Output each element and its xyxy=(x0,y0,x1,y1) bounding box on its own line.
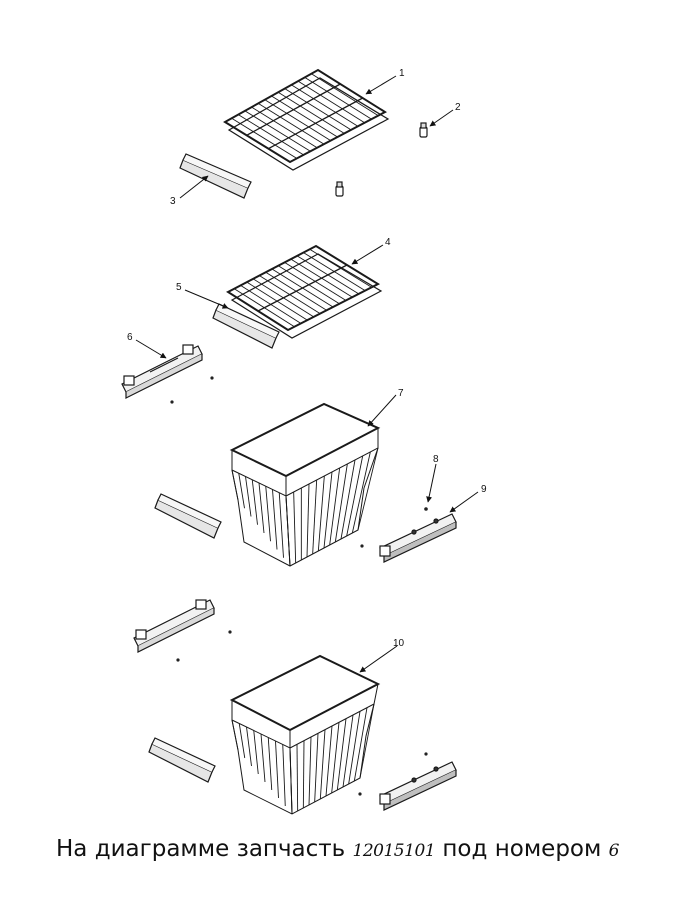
callout-8: 8 xyxy=(433,454,439,465)
callout-leaders xyxy=(135,75,479,673)
callout-3: 3 xyxy=(170,196,176,207)
callout-2: 2 xyxy=(455,102,461,113)
wire-basket-part-7[interactable] xyxy=(229,402,381,567)
exploded-parts-diagram: 1 2 3 4 5 6 7 8 9 10 xyxy=(121,68,487,815)
basket-10-wires xyxy=(231,703,375,815)
caption-middle: под номером xyxy=(442,836,602,862)
callout-4: 4 xyxy=(385,237,391,248)
caption: На диаграмме запчасть 12015101 под номер… xyxy=(0,836,675,862)
trim-bar-part-7-front xyxy=(154,493,222,539)
callout-10: 10 xyxy=(393,638,405,649)
clip-part-2 xyxy=(419,122,428,138)
callout-1: 1 xyxy=(399,68,405,79)
shelf-4-grid xyxy=(234,248,372,328)
wire-shelf-part-1[interactable] xyxy=(223,68,390,171)
trim-bar-part-3 xyxy=(179,153,252,199)
wire-basket-part-10[interactable] xyxy=(229,654,381,815)
screw-part-8 xyxy=(360,507,428,548)
slide-rail-part-6[interactable] xyxy=(121,344,203,399)
clip-part-2b xyxy=(335,181,344,197)
slide-rail-lower-left xyxy=(133,599,215,653)
callout-5: 5 xyxy=(176,282,182,293)
caption-part-code: 12015101 xyxy=(352,841,436,861)
callout-7: 7 xyxy=(398,388,404,399)
callout-9: 9 xyxy=(481,484,487,495)
slide-rail-lower-right xyxy=(379,761,457,811)
screw-part-6a xyxy=(170,376,214,404)
callout-6: 6 xyxy=(127,332,133,343)
caption-part-number: 6 xyxy=(608,841,620,861)
wire-shelf-part-4[interactable] xyxy=(226,244,383,339)
screw-lower-left xyxy=(176,630,232,662)
caption-prefix: На диаграмме запчасть xyxy=(56,836,346,862)
slide-rail-part-9[interactable] xyxy=(379,513,457,563)
trim-bar-part-5 xyxy=(212,303,280,349)
basket-7-wires xyxy=(231,447,379,567)
shelf-1-grid xyxy=(231,73,379,159)
trim-bar-lower-front xyxy=(148,737,216,783)
screw-lower-right xyxy=(358,752,428,796)
